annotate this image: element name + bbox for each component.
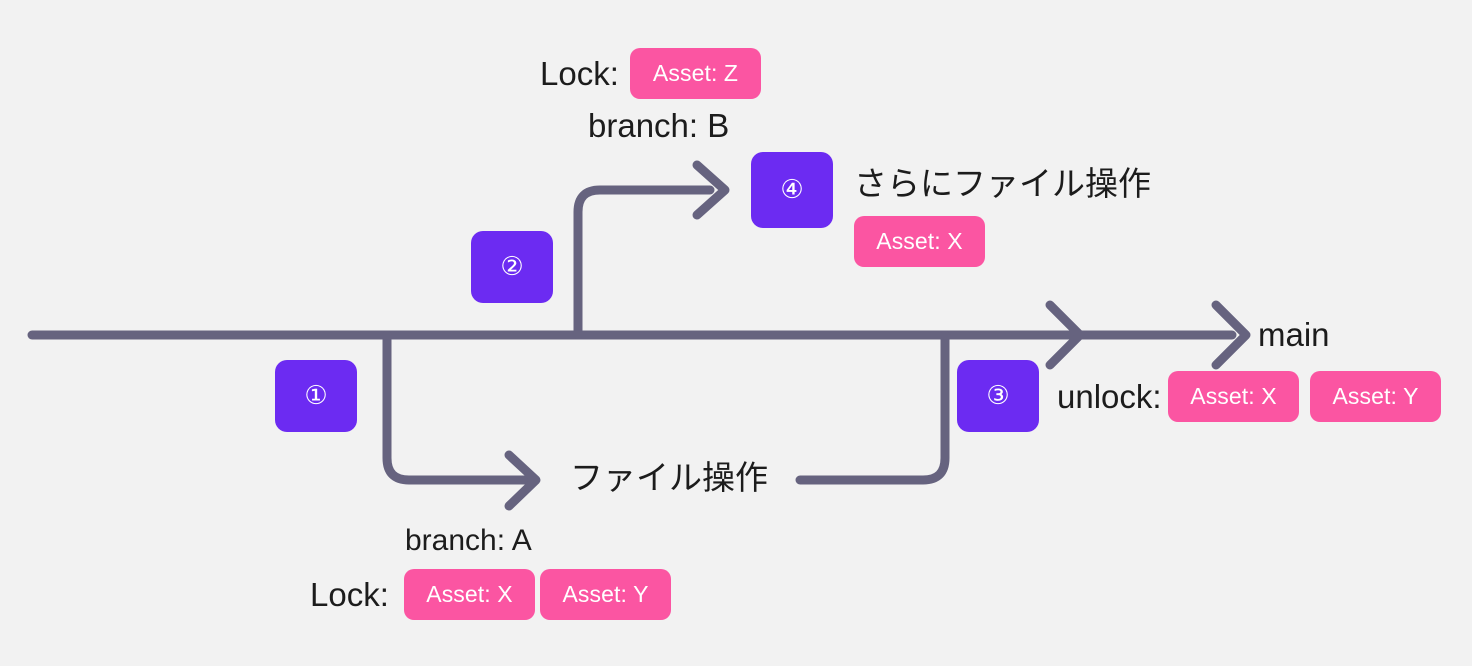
branch-a-lock-label: Lock: bbox=[310, 576, 389, 613]
branch-a-line bbox=[382, 330, 539, 485]
branch-b-name-label: branch: B bbox=[588, 107, 730, 144]
commit-node-2-glyph: ② bbox=[500, 252, 524, 282]
asset-badge-label: Asset: X bbox=[1190, 383, 1277, 409]
asset-badge-label: Asset: Y bbox=[1332, 383, 1419, 409]
asset-badge-label: Asset: Y bbox=[562, 581, 649, 607]
branch-a-operation-label: ファイル操作 bbox=[570, 459, 768, 496]
asset-badge-label: Asset: X bbox=[426, 581, 513, 607]
unlock-label: unlock: bbox=[1057, 378, 1162, 415]
asset-badge-label: Asset: X bbox=[876, 228, 963, 254]
branch-a-lock-asset-x[interactable]: Asset: X bbox=[404, 569, 535, 620]
branch-b-lock-label: Lock: bbox=[540, 55, 619, 92]
branch-b-line bbox=[573, 185, 715, 340]
commit-node-2[interactable]: ② bbox=[471, 231, 553, 303]
branch-b-operation-label: さらにファイル操作 bbox=[854, 165, 1151, 202]
branch-a-name-label: branch: A bbox=[405, 524, 532, 557]
unlock-asset-x[interactable]: Asset: X bbox=[1168, 371, 1299, 422]
main-mid-arrowhead-icon bbox=[1045, 300, 1085, 370]
commit-node-3-glyph: ③ bbox=[986, 381, 1010, 411]
branch-a-merge-line bbox=[795, 330, 950, 485]
commit-node-3[interactable]: ③ bbox=[957, 360, 1039, 432]
commit-node-1[interactable]: ① bbox=[275, 360, 357, 432]
branch-b-lock-asset-z[interactable]: Asset: Z bbox=[630, 48, 761, 99]
branch-a-arrowhead-icon bbox=[504, 450, 541, 511]
branch-b-operation-asset-x[interactable]: Asset: X bbox=[854, 216, 985, 267]
unlock-asset-y[interactable]: Asset: Y bbox=[1310, 371, 1441, 422]
asset-badge-label: Asset: Z bbox=[652, 60, 739, 86]
branch-b-arrowhead-icon bbox=[692, 160, 730, 220]
commit-node-4-glyph: ④ bbox=[780, 175, 804, 205]
commit-node-4[interactable]: ④ bbox=[751, 152, 833, 228]
main-branch-label: main bbox=[1258, 316, 1330, 353]
commit-node-1-glyph: ① bbox=[304, 381, 328, 411]
main-end-arrowhead-icon bbox=[1211, 300, 1251, 370]
branch-a-lock-asset-y[interactable]: Asset: Y bbox=[540, 569, 671, 620]
